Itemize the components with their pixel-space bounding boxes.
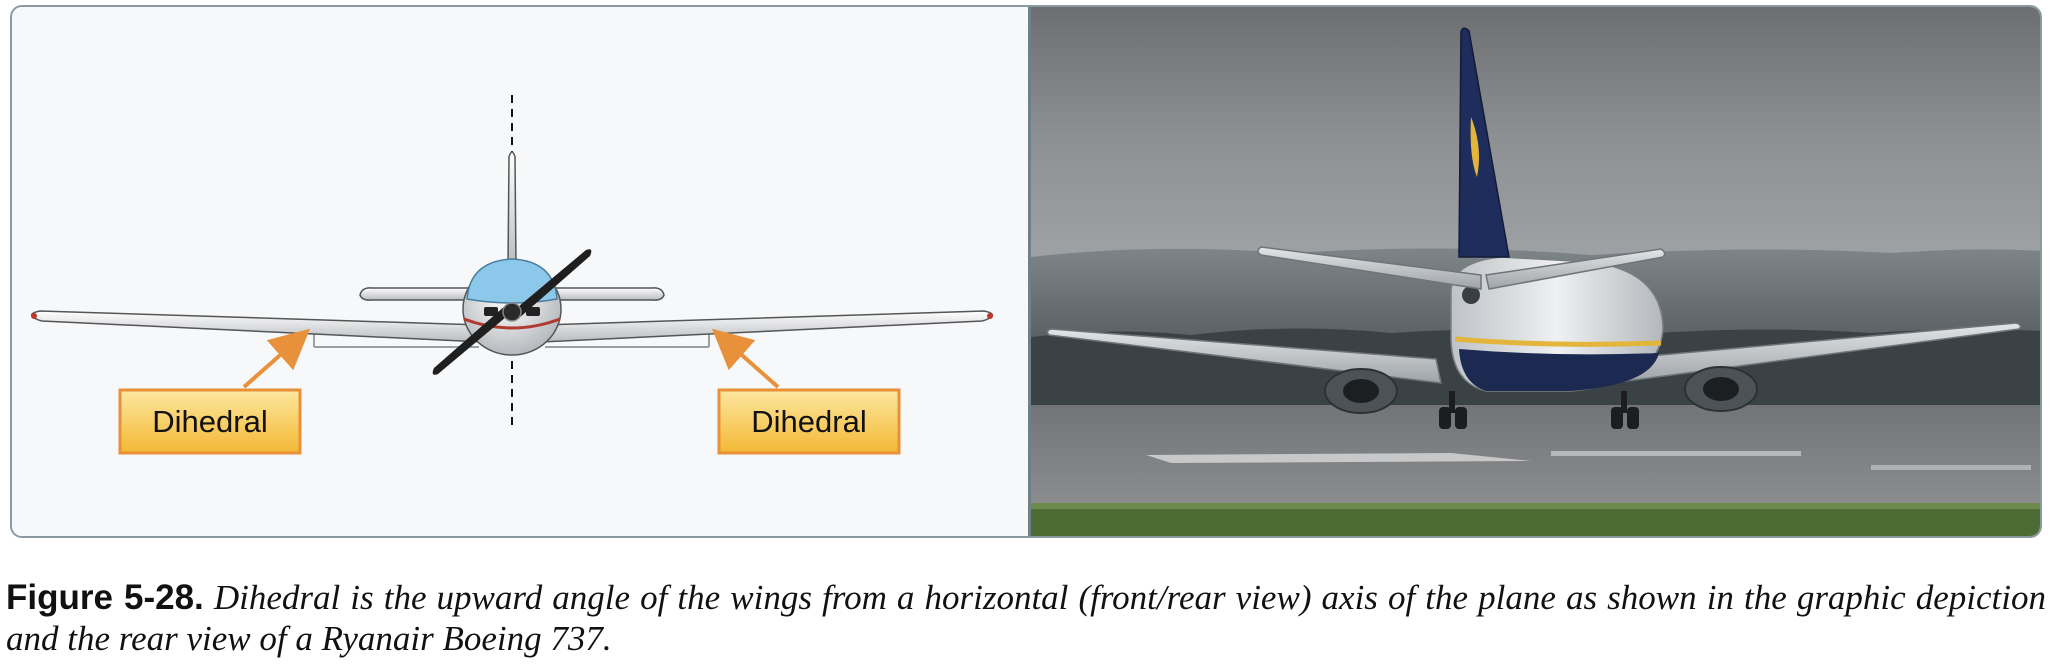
figure-number: Figure 5-28. — [6, 578, 204, 617]
right-air-intake — [526, 307, 540, 316]
rear-view-airliner-photo-icon — [1031, 7, 2040, 536]
tail-fin — [507, 151, 517, 268]
left-dihedral-label: Dihedral — [152, 404, 267, 439]
left-callout-arrow — [242, 328, 310, 389]
right-callout-arrow — [712, 328, 780, 389]
propeller — [432, 249, 592, 375]
figure-caption: Figure 5-28. Dihedral is the upward angl… — [6, 577, 2046, 659]
left-dihedral-callout: Dihedral — [118, 388, 302, 455]
front-view-airplane-diagram: Dihedral Dihedral — [30, 95, 994, 455]
right-wingtip-light — [987, 313, 993, 319]
left-wing — [30, 310, 483, 343]
dihedral-diagram-panel: Dihedral Dihedral — [12, 7, 1028, 536]
boeing-737-rear-photo — [1031, 7, 2040, 536]
right-dihedral-label: Dihedral — [751, 404, 866, 439]
right-wing — [541, 310, 994, 343]
left-wingtip-light — [31, 313, 37, 319]
panel-divider — [1028, 7, 1031, 536]
airliner — [1046, 27, 2022, 429]
horizontal-reference-lines — [313, 333, 710, 348]
figure-frame: Dihedral Dihedral — [10, 5, 2042, 538]
right-dihedral-callout: Dihedral — [717, 388, 901, 455]
figure-caption-text: Dihedral is the upward angle of the wing… — [6, 578, 2047, 658]
fuselage-stripe — [463, 317, 561, 330]
left-air-intake — [484, 307, 498, 316]
